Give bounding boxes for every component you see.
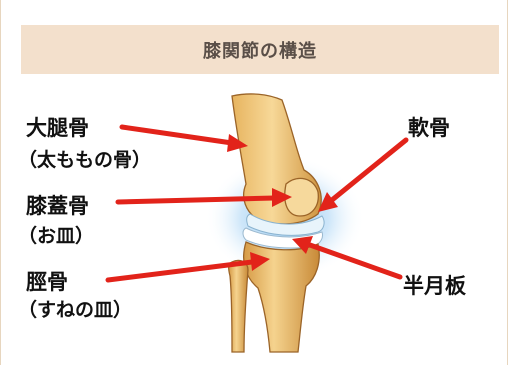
patella-bone	[284, 177, 319, 217]
cartilage-layer	[246, 213, 325, 236]
arrow-tibia	[105, 252, 270, 283]
label-tibia: 脛骨	[26, 270, 68, 294]
label-tibia-sub: （すねの皿）	[18, 299, 133, 321]
arrow-cartilage	[318, 137, 409, 212]
label-cartilage: 軟骨	[408, 116, 450, 140]
arrow-femur	[119, 124, 248, 152]
label-patella: 膝蓋骨	[26, 194, 89, 218]
diagram-header: 膝関節の構造	[21, 25, 499, 74]
label-meniscus: 半月板	[403, 274, 466, 298]
fibula-bone	[228, 259, 249, 353]
label-femur-sub: （太ももの骨）	[18, 149, 152, 171]
label-patella-sub: （お皿）	[18, 225, 95, 247]
diagram-title: 膝関節の構造	[203, 40, 317, 62]
label-femur: 大腿骨	[26, 116, 89, 140]
arrow-meniscus	[292, 236, 403, 280]
arrow-patella	[115, 188, 292, 207]
